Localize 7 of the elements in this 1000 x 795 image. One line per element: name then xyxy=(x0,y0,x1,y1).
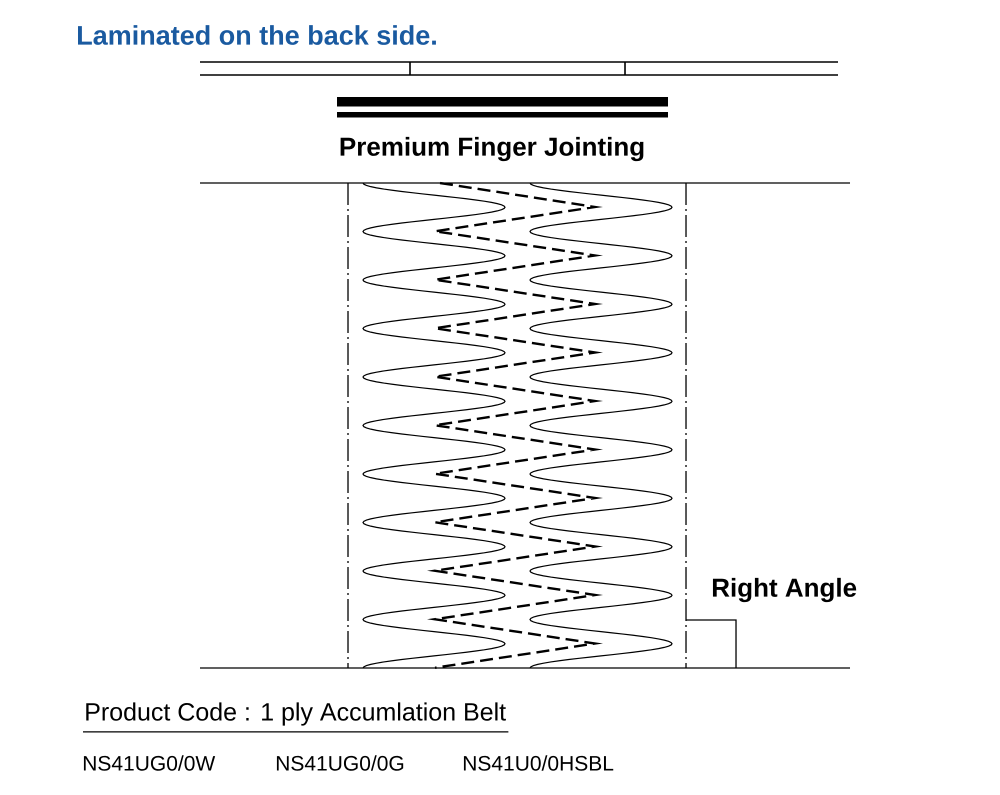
product-code: NS41U0/0HSBL xyxy=(464,755,614,771)
caption: Right Angle xyxy=(712,578,856,602)
underlined-heading: Product Code : 1 ply Accumlation Belt xyxy=(86,702,506,726)
product-code: NS41UG0/0W xyxy=(84,755,216,771)
title: Laminated on the back side. xyxy=(78,25,436,45)
product-code: NS41UG0/0G xyxy=(276,755,404,771)
caption: Premium Finger Jointing xyxy=(340,136,644,162)
